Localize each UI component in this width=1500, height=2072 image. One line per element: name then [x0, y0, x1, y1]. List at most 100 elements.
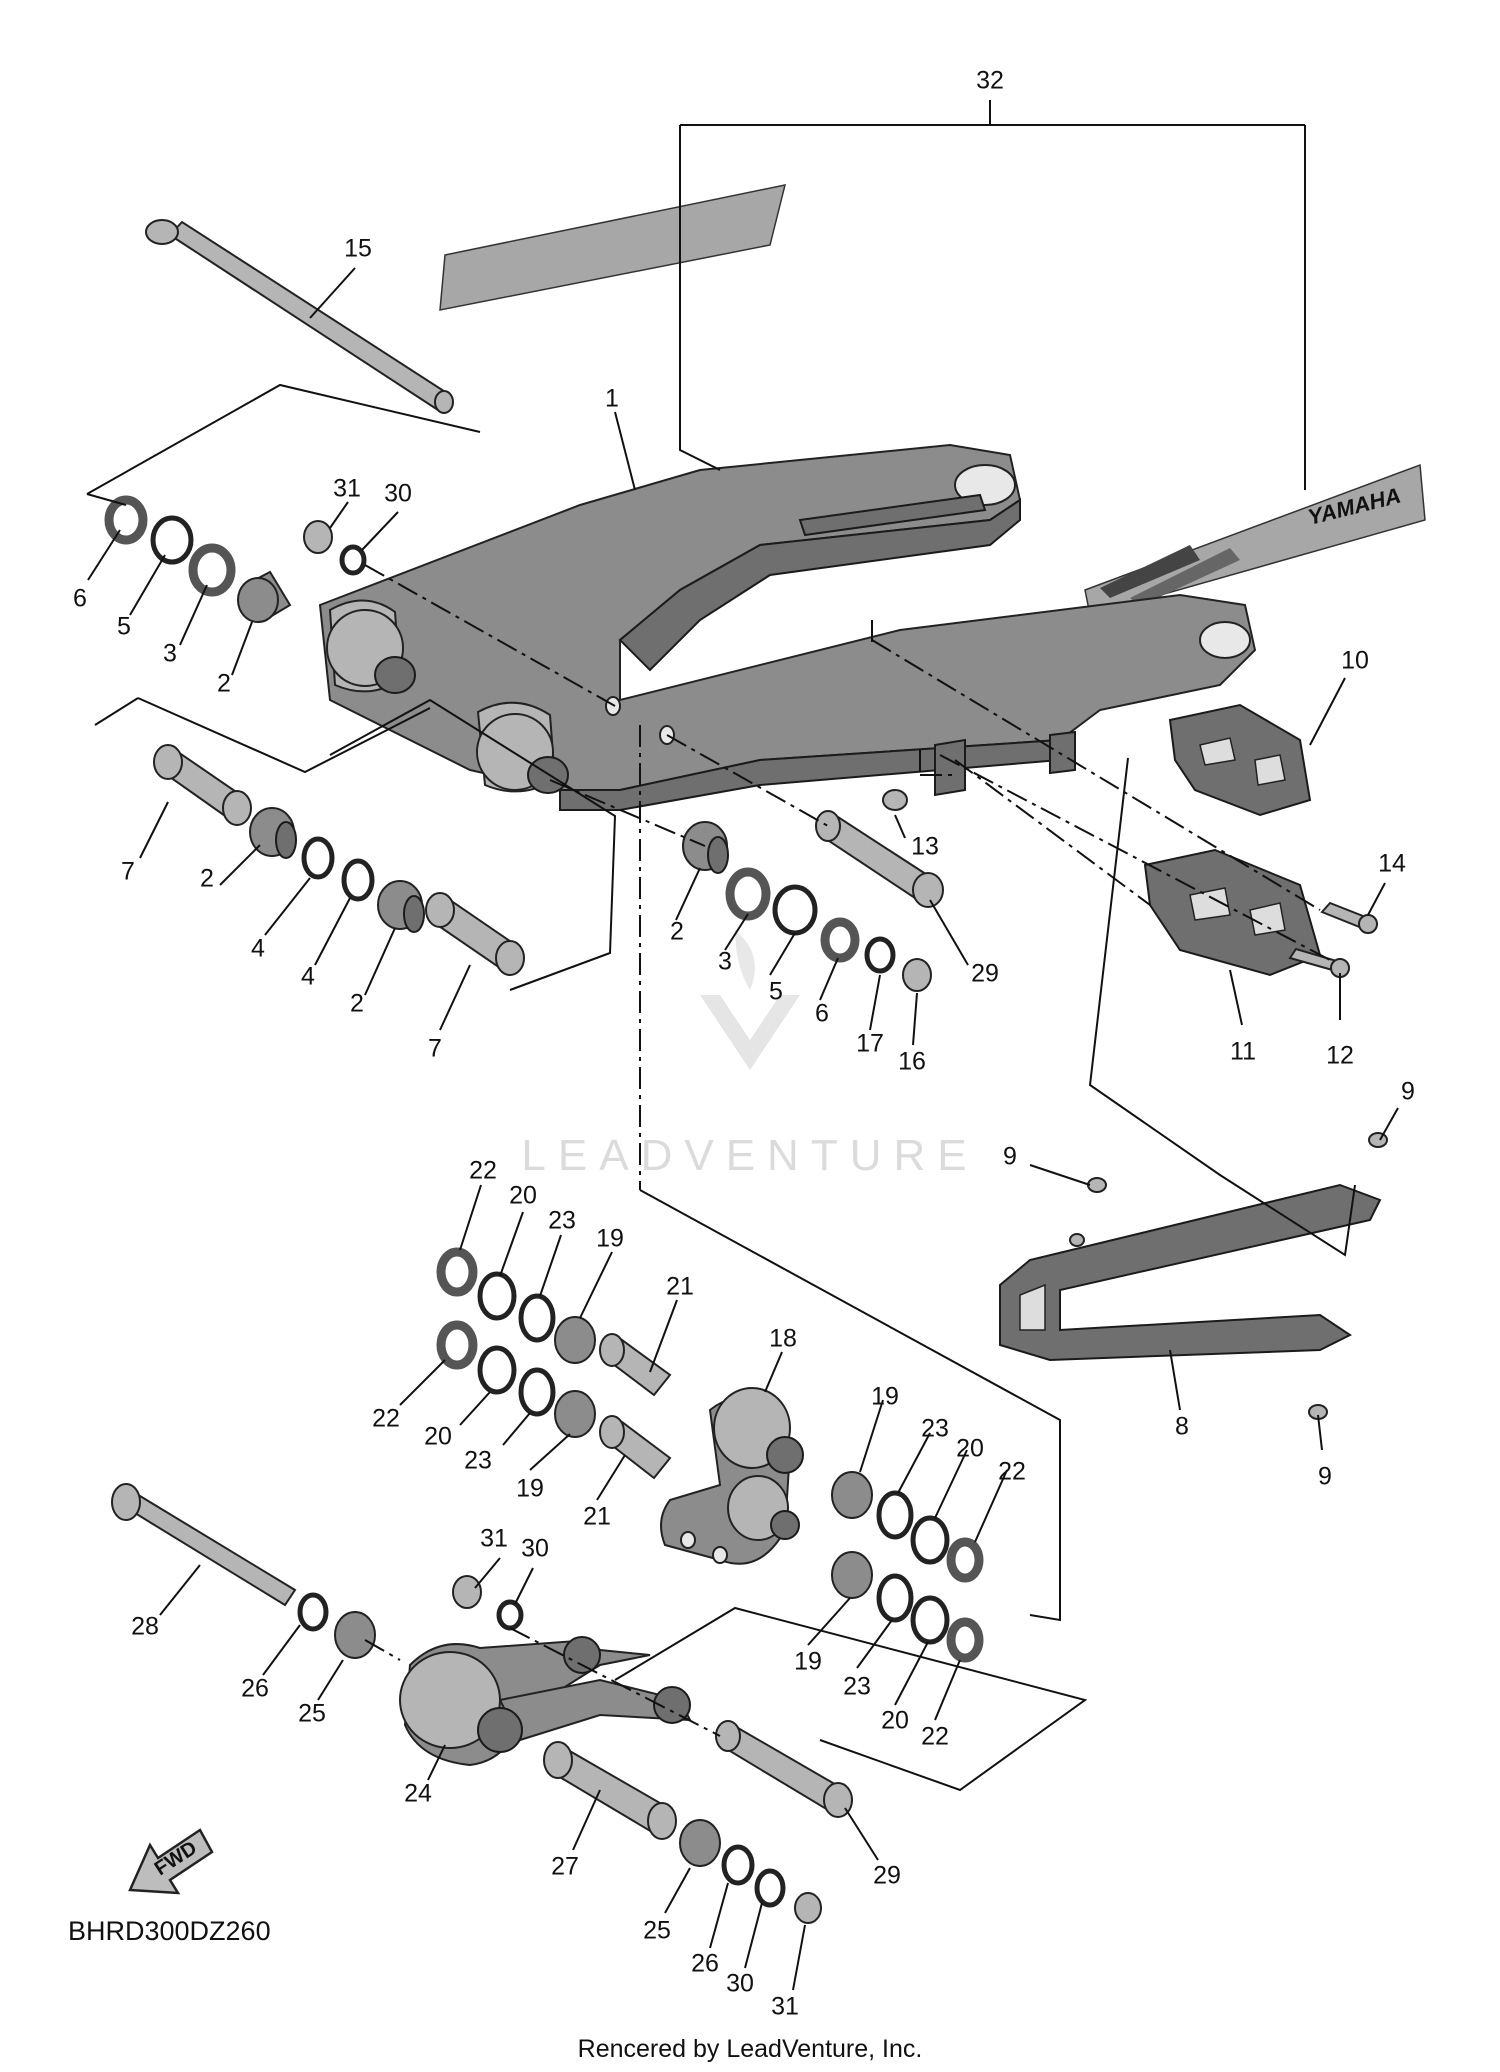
callout-17: 17 — [856, 1030, 884, 1058]
callout-3: 3 — [163, 640, 177, 668]
collar-16 — [902, 958, 932, 992]
circlip-4a — [301, 836, 335, 880]
watermark: LEADVENTURE — [521, 930, 967, 1180]
chain-guide-lower — [1143, 848, 1322, 977]
callout-9: 9 — [1401, 1078, 1415, 1106]
washer-17 — [864, 936, 896, 974]
callout-19: 19 — [794, 1648, 822, 1676]
washer-5b — [772, 884, 818, 936]
washer-26b — [721, 1844, 755, 1886]
callout-15: 15 — [344, 235, 372, 263]
callout-2: 2 — [200, 865, 214, 893]
callout-30: 30 — [726, 1970, 754, 1998]
bearing-2b — [249, 807, 297, 859]
callout-12: 12 — [1326, 1042, 1354, 1070]
callout-29: 29 — [971, 960, 999, 988]
collar-21b — [599, 1415, 672, 1480]
callout-9: 9 — [1318, 1463, 1332, 1491]
washer-30a — [339, 544, 367, 576]
collar-7b — [425, 892, 525, 976]
callout-9: 9 — [1003, 1143, 1017, 1171]
callout-30: 30 — [521, 1535, 549, 1563]
washer-30b — [496, 1599, 524, 1631]
callout-25: 25 — [298, 1700, 326, 1728]
circlip-23a — [518, 1293, 556, 1343]
bearing-19a — [554, 1316, 596, 1364]
swingarm — [318, 443, 1257, 811]
callout-19: 19 — [596, 1225, 624, 1253]
nut-31a — [303, 520, 333, 554]
callout-5: 5 — [117, 613, 131, 641]
callout-8: 8 — [1175, 1413, 1189, 1441]
callout-7: 7 — [121, 858, 135, 886]
decal-upper — [439, 184, 787, 311]
callout-28: 28 — [131, 1613, 159, 1641]
oil-seal-22d — [946, 1617, 984, 1663]
callout-3: 3 — [718, 948, 732, 976]
callout-6: 6 — [73, 585, 87, 613]
callout-32: 32 — [976, 67, 1004, 95]
oil-seal-6b — [820, 917, 860, 963]
callout-24: 24 — [404, 1780, 432, 1808]
callout-29: 29 — [873, 1862, 901, 1890]
callout-30: 30 — [384, 480, 412, 508]
callout-31: 31 — [480, 1525, 508, 1553]
callout-1: 1 — [605, 385, 619, 413]
callout-2: 2 — [350, 990, 364, 1018]
bearing-19b — [554, 1390, 596, 1438]
nut-13 — [882, 789, 908, 811]
forward-arrow-icon: FWD — [128, 1828, 214, 1895]
reference-code: BHRD300DZ260 — [68, 1916, 271, 1946]
washer-20d — [910, 1595, 950, 1645]
thrust-cover-3b — [725, 867, 771, 921]
callout-27: 27 — [551, 1853, 579, 1881]
circlip-4b — [341, 858, 375, 902]
nut-31b — [452, 1575, 482, 1609]
bolt-12 — [1288, 947, 1350, 978]
bolt-28 — [111, 1483, 297, 1607]
collar-29a — [815, 810, 944, 908]
callout-13: 13 — [911, 833, 939, 861]
collar-21a — [599, 1333, 672, 1397]
washer-20c — [910, 1515, 950, 1565]
callout-20: 20 — [509, 1182, 537, 1210]
bearing-25b — [679, 1819, 721, 1867]
callout-23: 23 — [921, 1415, 949, 1443]
connecting-rod — [399, 1636, 692, 1767]
decal-yamaha: YAMAHA — [1084, 463, 1426, 616]
relay-arm — [660, 1387, 804, 1565]
callout-11: 11 — [1230, 1038, 1256, 1066]
circlip-23d — [876, 1573, 914, 1623]
bolt-14 — [1320, 901, 1378, 934]
chain-guide-upper — [1168, 703, 1312, 817]
callout-23: 23 — [843, 1673, 871, 1701]
thrust-cover-3a — [188, 543, 236, 597]
callout-22: 22 — [469, 1157, 497, 1185]
bearing-2d — [682, 821, 729, 874]
callout-5: 5 — [769, 978, 783, 1006]
oil-seal-22c — [946, 1537, 984, 1583]
callout-21: 21 — [666, 1273, 694, 1301]
parts: YAMAHA — [104, 184, 1426, 1924]
callout-20: 20 — [956, 1435, 984, 1463]
oil-seal-6a — [104, 495, 148, 545]
screws-9 — [1069, 1132, 1388, 1420]
callout-14: 14 — [1378, 850, 1406, 878]
callout-21: 21 — [583, 1503, 611, 1531]
oil-seal-22b — [436, 1320, 478, 1370]
rendered-by-footer: Rencered by LeadVenture, Inc. — [578, 2035, 923, 2063]
callout-26: 26 — [241, 1675, 269, 1703]
collar-7a — [153, 744, 252, 826]
callout-19: 19 — [516, 1475, 544, 1503]
bearing-25a — [334, 1611, 376, 1659]
callout-7: 7 — [428, 1035, 442, 1063]
bearing-19c — [831, 1471, 873, 1519]
nut-31c — [794, 1892, 822, 1924]
washer-20a — [477, 1271, 517, 1321]
callout-23: 23 — [548, 1207, 576, 1235]
callout-6: 6 — [815, 1000, 829, 1028]
circlip-23c — [876, 1490, 914, 1540]
washer-20b — [477, 1345, 517, 1395]
callout-2: 2 — [217, 670, 231, 698]
